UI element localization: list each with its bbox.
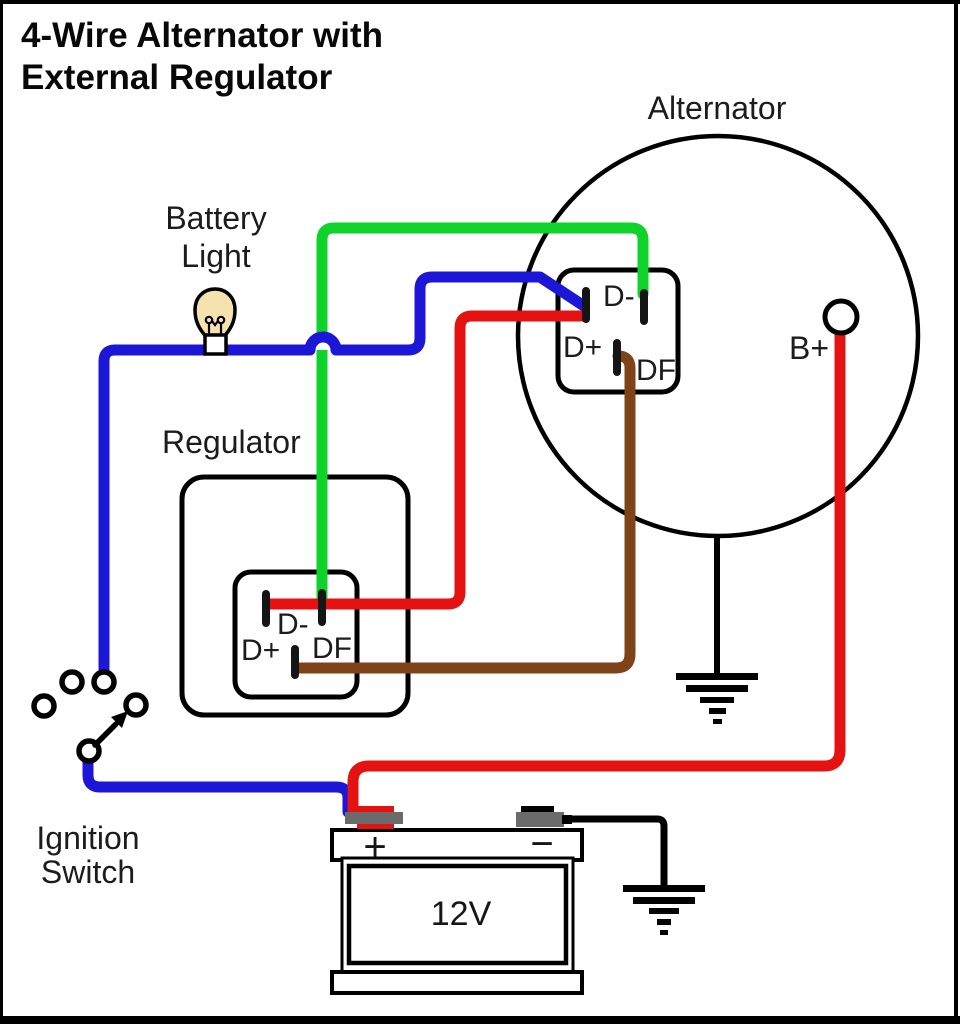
switch-terminal-ring	[123, 692, 149, 718]
ground-bar	[686, 685, 748, 692]
battery-negative-terminal	[516, 806, 572, 827]
brown-wire-df	[291, 350, 636, 674]
positive-terminal-clamp	[345, 812, 403, 824]
regulator-connector: D- D+ DF	[241, 589, 352, 679]
battery-base	[330, 970, 584, 995]
regulator-pin-label-dplus: D+	[241, 634, 280, 667]
switch-terminal-ring	[91, 669, 117, 695]
switch-terminal-ring	[31, 693, 57, 719]
image-border-top	[0, 0, 960, 4]
bulb-filament-loop	[216, 315, 226, 325]
ignition-switch-label-line2: Switch	[41, 854, 135, 890]
ground-bar	[709, 708, 726, 714]
battery-top-strip	[330, 828, 584, 862]
ground-bar	[649, 908, 679, 914]
regulator-label: Regulator	[162, 424, 301, 460]
ground-bar	[657, 919, 671, 925]
image-border-left	[0, 0, 3, 1024]
ground-bar	[623, 885, 705, 892]
battery-light-bulb-icon	[193, 287, 237, 356]
alternator-pin-dplus	[582, 287, 590, 323]
ground-icon-battery	[562, 815, 705, 935]
battery-voltage-label: 12V	[431, 895, 492, 933]
bplus-terminal-circle	[822, 298, 860, 336]
battery-body-inner	[346, 863, 569, 966]
blue-wire-ignition-to-battery	[82, 756, 354, 818]
red-wire-battery-to-bplus	[347, 327, 846, 818]
battery: + − 12V	[330, 822, 584, 995]
ground-bar	[676, 673, 758, 680]
bulb-filament-loop	[204, 315, 214, 325]
alternator-pin-dminus	[640, 289, 648, 325]
negative-terminal-cap	[521, 806, 554, 815]
diagram-title-line1: 4-Wire Alternator with	[21, 16, 383, 55]
green-wire-dminus	[316, 222, 649, 607]
battery-positive-label: +	[363, 825, 386, 869]
bulb-filament	[207, 319, 223, 336]
battery-light-label-line1: Battery	[165, 200, 266, 236]
alternator-pin-label-df: DF	[636, 354, 676, 387]
alternator-pin-label-dplus: D+	[563, 331, 602, 364]
regulator-pin-label-dminus: D-	[277, 608, 309, 641]
alternator-label: Alternator	[648, 90, 787, 126]
battery-negative-label: −	[530, 822, 553, 866]
regulator-pin-dplus	[262, 590, 270, 627]
switch-lever	[92, 721, 119, 748]
regulator-pin-label-df: DF	[312, 632, 352, 665]
bplus-label: B+	[789, 330, 829, 366]
diagram-title-line2: External Regulator	[21, 58, 333, 97]
bulb-glass	[193, 287, 237, 339]
black-wire-battery-ground	[562, 815, 668, 890]
ground-icon-alternator	[676, 534, 758, 724]
battery-positive-terminal	[345, 806, 403, 829]
ignition-switch-icon	[31, 669, 149, 764]
blue-wire-light-circuit	[98, 271, 590, 679]
battery-light-label-line2: Light	[181, 238, 251, 274]
negative-terminal-clamp	[516, 812, 564, 827]
alternator-connector: D- D+ DF	[563, 280, 676, 387]
negative-terminal-lug	[562, 815, 572, 824]
ground-bar	[633, 897, 695, 904]
ground-bar	[660, 930, 668, 935]
switch-lever-arrowhead	[111, 711, 128, 728]
regulator-pin-df	[291, 645, 299, 679]
ground-bar	[700, 697, 734, 703]
image-border-bottom	[0, 1016, 960, 1024]
alternator-pin-df	[613, 339, 621, 376]
bulb-base	[203, 333, 228, 356]
red-wire-regulator-to-alternator	[262, 310, 590, 610]
switch-terminal-ring	[59, 669, 85, 695]
ignition-switch-label-line1: Ignition	[36, 820, 139, 856]
image-border-right	[954, 0, 958, 1024]
regulator-pin-dminus	[318, 589, 326, 626]
ground-bar	[713, 719, 722, 724]
alternator-pin-label-dminus: D-	[603, 280, 635, 313]
